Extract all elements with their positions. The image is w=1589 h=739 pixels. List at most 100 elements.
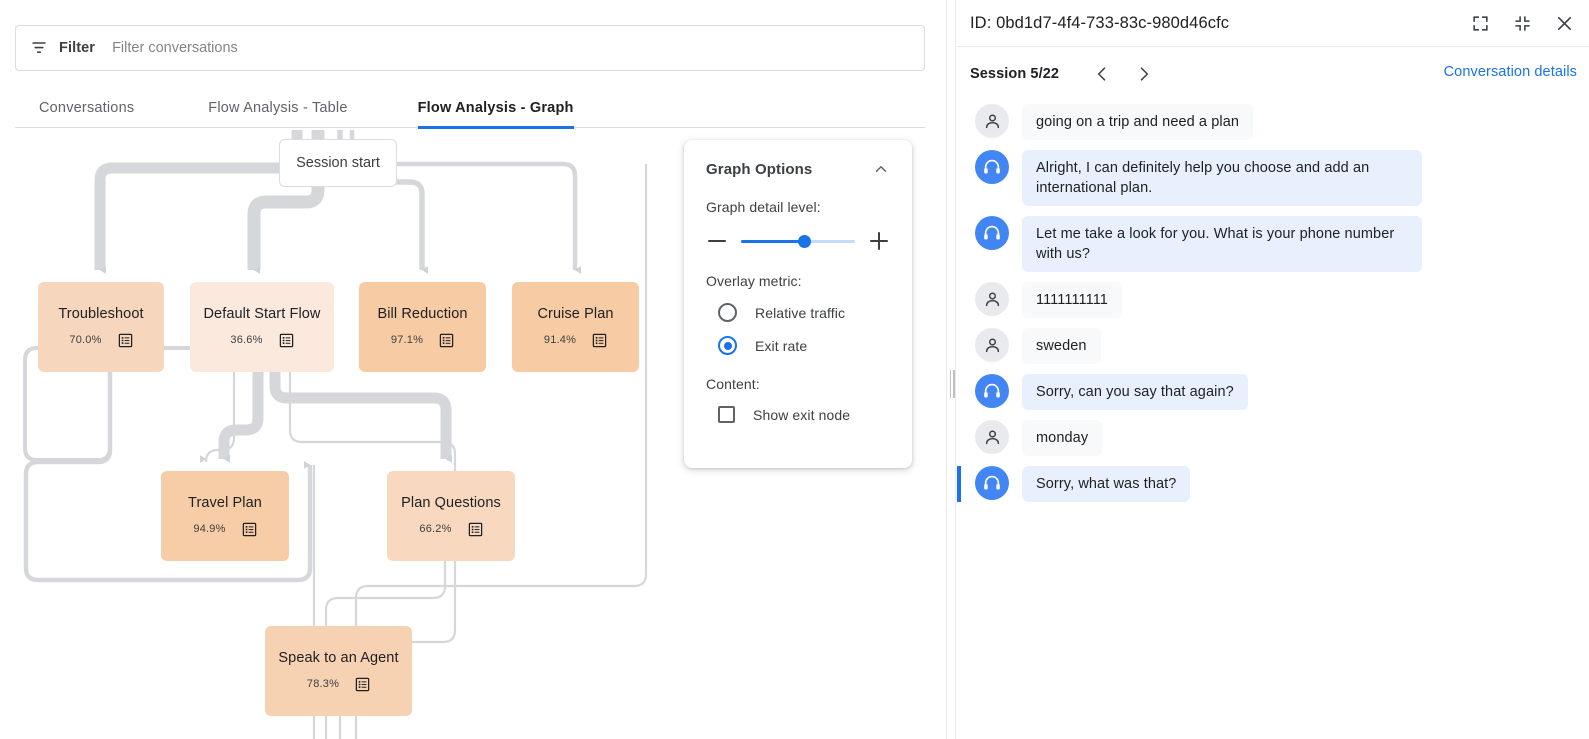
flow-node-bill_reduction[interactable]: Bill Reduction 97.1% [359,282,486,372]
filter-input[interactable]: Filter conversations [112,40,238,56]
list-detail-icon [468,522,482,536]
flow-node-title: Cruise Plan [537,306,614,323]
flow-graph-canvas[interactable]: Session start Troubleshoot 70.0% Default S… [0,130,946,739]
headset-icon [984,383,1000,398]
flow-node-metrics: 94.9% [193,522,256,537]
graph-options-title: Graph Options [706,160,813,178]
radio-relative-traffic-label: Relative traffic [755,304,846,321]
list-detail-icon [592,333,607,347]
headset-icon [984,225,1000,240]
flow-node-detail-icon[interactable] [355,677,370,692]
agent-avatar [975,374,1009,408]
graph-detail-slider-row [706,230,890,252]
filter-bar[interactable]: Filter Filter conversations [15,25,925,71]
tab-flow-analysis-graph[interactable]: Flow Analysis - Graph [417,88,574,129]
flow-node-troubleshoot[interactable]: Troubleshoot 70.0% [38,282,164,372]
flow-node-travel_plan[interactable]: Travel Plan 94.9% [161,471,289,561]
flow-node-detail-icon[interactable] [118,333,133,348]
flow-node-metrics: 36.6% [230,333,293,348]
flow-node-exit-rate: 94.9% [193,523,226,536]
checkbox-show-exit-node[interactable]: Show exit node [718,406,890,423]
flow-node-title: Plan Questions [401,495,501,512]
radio-exit-rate-label: Exit rate [755,337,808,354]
tab-flow-analysis-table[interactable]: Flow Analysis - Table [208,100,348,116]
chevron-up-icon[interactable] [872,160,890,178]
flow-node-title: Speak to an Agent [278,650,399,667]
session-start-label: Session start [296,155,380,171]
user-avatar [975,282,1009,316]
headset-icon [984,159,1000,174]
collapse-icon[interactable] [1508,9,1536,37]
message-row[interactable]: 1111111111 [957,282,1589,318]
expand-icon[interactable] [1466,9,1494,37]
user-avatar [975,104,1009,138]
message-row[interactable]: Alright, I can definitely help you choos… [957,150,1589,206]
message-row[interactable]: going on a trip and need a plan [957,104,1589,140]
message-row[interactable]: sweden [957,328,1589,364]
pane-resize-handle[interactable] [946,0,956,739]
graph-detail-slider[interactable] [741,230,855,252]
flow-node-detail-icon[interactable] [439,333,454,348]
message-row[interactable]: Sorry, what was that? [957,466,1589,502]
graph-detail-level-label: Graph detail level: [706,199,821,215]
person-icon [985,113,999,128]
message-bubble: Sorry, can you say that again? [1022,374,1248,410]
conversation-details-link[interactable]: Conversation details [1443,64,1577,80]
list-detail-icon [118,333,132,347]
tab-bar: Conversations Flow Analysis - Table Flow… [15,88,925,129]
flow-node-detail-icon[interactable] [242,522,257,537]
checkbox-show-exit-node-label: Show exit node [753,406,851,423]
flow-node-detail-icon[interactable] [468,522,483,537]
flow-node-title: Bill Reduction [377,306,468,323]
message-row[interactable]: Sorry, can you say that again? [957,374,1589,410]
person-icon [985,291,999,306]
radio-button-selected-icon [718,336,737,355]
person-icon [985,337,999,352]
message-row[interactable]: monday [957,420,1589,456]
list-detail-icon [355,677,370,691]
flow-node-metrics: 70.0% [69,333,132,348]
list-detail-icon [279,333,293,347]
radio-relative-traffic[interactable]: Relative traffic [718,303,890,322]
tab-conversations[interactable]: Conversations [39,100,135,116]
flow-node-title: Troubleshoot [58,306,144,323]
list-detail-icon [242,522,256,536]
overlay-metric-label: Overlay metric: [706,273,802,289]
person-icon [985,429,999,444]
session-counter: Session 5/22 [970,65,1060,82]
flow-node-title: Travel Plan [188,495,262,512]
user-avatar [975,328,1009,362]
radio-exit-rate[interactable]: Exit rate [718,336,890,355]
chevron-right-icon[interactable] [1129,59,1159,89]
minus-icon[interactable] [706,230,728,252]
message-bubble: monday [1022,420,1103,456]
flow-node-exit-rate: 36.6% [230,334,263,347]
filter-label: Filter [59,40,96,56]
message-bubble: 1111111111 [1022,282,1122,318]
flow-node-default_start[interactable]: Default Start Flow 36.6% [190,282,334,372]
flow-node-metrics: 97.1% [391,333,454,348]
graph-options-header: Graph Options [706,160,890,178]
flow-node-detail-icon[interactable] [592,333,607,348]
slider-thumb[interactable] [798,234,812,248]
user-avatar [975,420,1009,454]
message-row[interactable]: Let me take a look for you. What is your… [957,216,1589,272]
flow-node-title: Default Start Flow [203,306,321,323]
slider-fill [741,239,805,243]
plus-icon[interactable] [868,230,890,252]
flow-node-exit-rate: 97.1% [390,334,424,347]
close-icon[interactable] [1550,9,1578,37]
flow-analysis-pane: Filter Filter conversations Conversation… [0,25,946,739]
message-bubble: Let me take a look for you. What is your… [1022,216,1422,272]
session-navigation: Session 5/22 Conversation details [957,47,1589,100]
chevron-left-icon[interactable] [1087,59,1117,89]
session-start-node[interactable]: Session start [279,139,397,187]
flow-node-detail-icon[interactable] [279,333,294,348]
panel-actions [1466,9,1578,37]
message-bubble: sweden [1022,328,1101,364]
